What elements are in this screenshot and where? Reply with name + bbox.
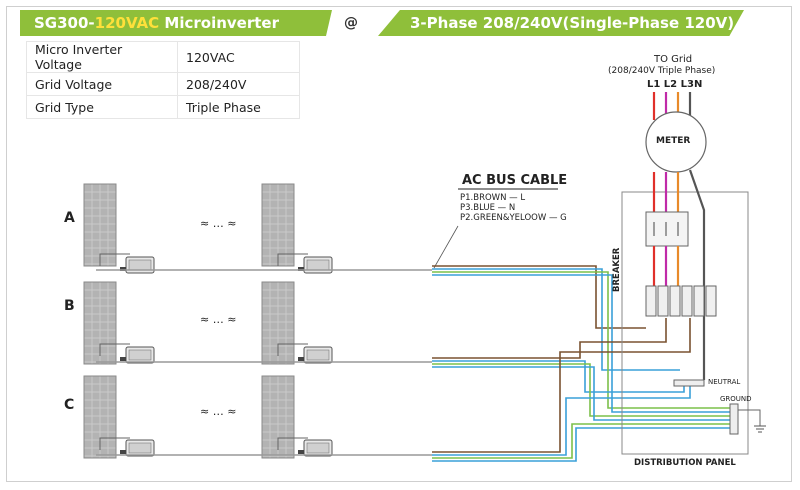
bus-cable-p3: P3.BLUE — N	[460, 203, 516, 213]
row-b-modules	[83, 281, 432, 365]
row-c-ellipsis: ≈ … ≈	[200, 405, 237, 418]
spec-label: Grid Voltage	[26, 72, 178, 96]
phase-labels: L1 L2 L3N	[647, 79, 703, 90]
row-a-modules	[83, 183, 432, 274]
ground-label: GROUND	[720, 395, 752, 403]
bus-cable-p1: P1.BROWN — L	[460, 193, 526, 203]
row-b-ellipsis: ≈ … ≈	[200, 313, 237, 326]
neutral-bar-icon	[673, 379, 705, 387]
switch-to-breaker	[652, 246, 680, 286]
ground-bar-icon	[729, 403, 739, 435]
row-b-cable	[432, 318, 730, 421]
to-grid-label: TO Grid	[654, 54, 693, 65]
model-voltage: 120VAC	[94, 14, 160, 32]
row-c-label: C	[64, 397, 75, 413]
ground-symbol-icon	[754, 425, 766, 433]
distribution-panel-label: DISTRIBUTION PANEL	[634, 458, 736, 468]
main-switch-icon	[645, 211, 689, 247]
model-banner: SG300-120VAC Microinverter	[20, 10, 360, 36]
bus-cable-title: AC BUS CABLE	[462, 173, 568, 188]
meter-to-breaker	[652, 169, 706, 380]
row-a-label: A	[64, 210, 75, 226]
at-symbol: @	[326, 10, 376, 36]
row-b-label: B	[64, 298, 75, 314]
row-c-modules	[83, 375, 432, 459]
model-suffix: Microinverter	[159, 14, 279, 32]
row-c-cable	[432, 318, 730, 462]
microinverter-icon	[119, 346, 155, 364]
spec-value: Triple Phase	[177, 95, 300, 119]
row-a-ellipsis: ≈ … ≈	[200, 217, 237, 230]
model-prefix: SG300-	[34, 14, 95, 32]
phase-title: 3-Phase 208/240V(Single-Phase 120V)	[410, 14, 735, 32]
phase-banner: 3-Phase 208/240V(Single-Phase 120V)	[378, 10, 744, 36]
row-a-cable	[432, 265, 730, 413]
breaker-bank-icon	[645, 285, 717, 317]
microinverter-icon	[119, 439, 155, 457]
breaker-label: BREAKER	[612, 247, 622, 292]
spec-value: 120VAC	[177, 41, 300, 73]
distribution-panel-box	[621, 191, 749, 455]
meter-label: METER	[656, 136, 691, 146]
bus-cable-p2: P2.GREEN&YELOOW — G	[460, 213, 567, 223]
microinverter-icon	[297, 439, 333, 457]
microinverter-icon	[297, 346, 333, 364]
neutral-label: NEUTRAL	[708, 378, 741, 386]
meter-icon	[645, 111, 707, 173]
diagram-frame	[6, 6, 792, 482]
grid-type-label: (208/240V Triple Phase)	[608, 66, 716, 76]
spec-label: Micro Inverter Voltage	[26, 41, 178, 73]
